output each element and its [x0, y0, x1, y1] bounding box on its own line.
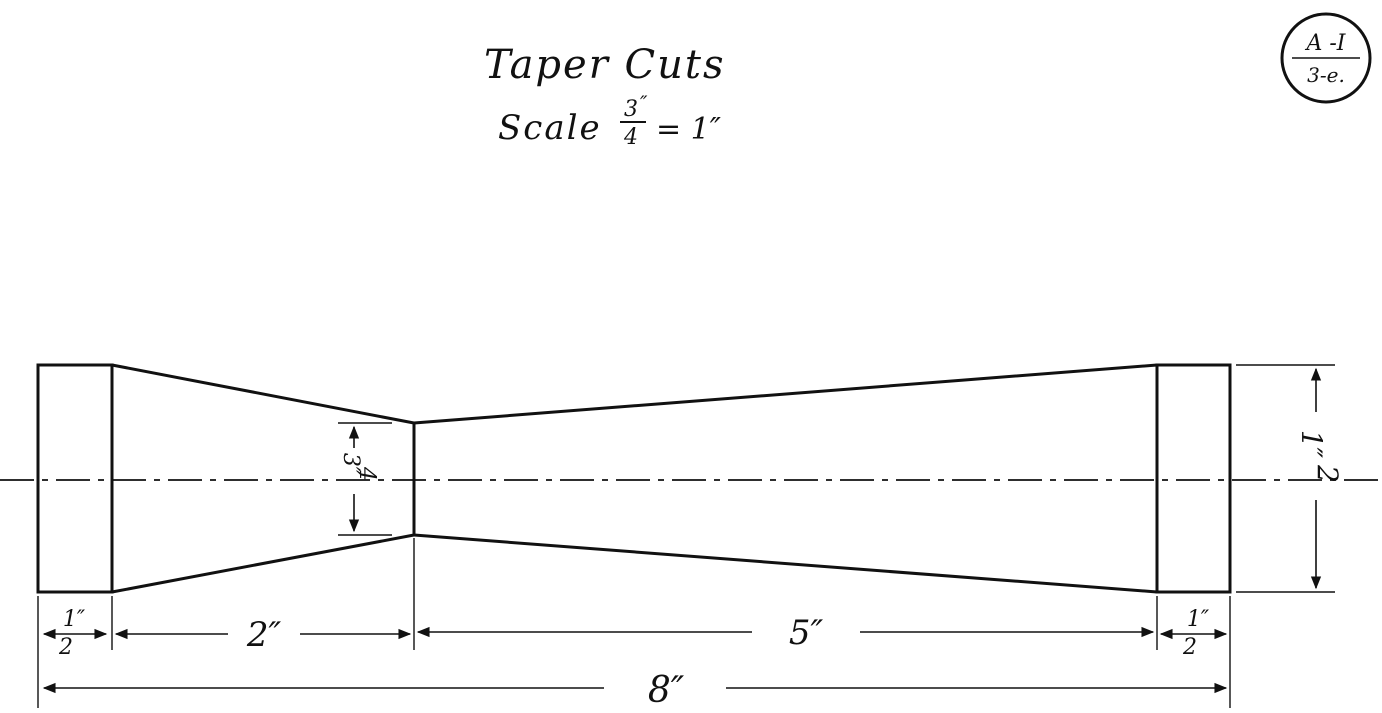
- right-taper: [412, 363, 1159, 594]
- dim-end-diameter-den: 2: [1311, 464, 1344, 483]
- scale-numerator: 3: [624, 97, 638, 122]
- dim-right-collar: 1″ 2: [1159, 607, 1228, 660]
- dim-right-taper: 5″: [416, 613, 1155, 653]
- scale-denominator: 4: [623, 125, 638, 150]
- scale-inch-mark: ″: [640, 91, 648, 115]
- scale-annotation: Scale 3 ″ 4 = 1″: [498, 91, 722, 150]
- sheet-badge: A -I 3-e.: [1280, 12, 1372, 104]
- drawing-title: Taper Cuts: [484, 42, 726, 88]
- extension-lines: [37, 364, 1335, 708]
- scale-equals: = 1″: [656, 112, 722, 147]
- dim-right-collar-den: 2: [1182, 635, 1197, 660]
- dim-left-taper: 2″: [114, 615, 412, 655]
- scale-label: Scale: [498, 108, 602, 148]
- badge-top-text: A -I: [1304, 31, 1346, 56]
- dim-neck-diameter: 3″ 4: [338, 425, 379, 533]
- dim-right-taper-value: 5″: [789, 613, 824, 653]
- dim-neck-diameter-num: 3″: [338, 453, 363, 476]
- part-outline: [36, 363, 1232, 594]
- dim-left-collar: 1″ 2: [42, 607, 108, 660]
- dim-end-diameter-num: 1″: [1295, 430, 1328, 459]
- dim-end-diameter: 1″ 2: [1295, 367, 1344, 590]
- dim-neck-diameter-den: 4: [354, 466, 379, 481]
- dim-right-collar-num: 1″: [1187, 607, 1210, 632]
- dim-overall-length-value: 8″: [648, 670, 685, 711]
- badge-circle: [1280, 12, 1372, 104]
- dim-left-collar-num: 1″: [63, 607, 86, 632]
- right-collar: [1155, 363, 1232, 594]
- dim-left-collar-den: 2: [58, 635, 73, 660]
- left-collar: [36, 363, 114, 594]
- badge-bottom-text: 3-e.: [1307, 63, 1345, 87]
- dim-overall-length: 8″: [42, 670, 1228, 711]
- dim-left-taper-value: 2″: [246, 615, 282, 655]
